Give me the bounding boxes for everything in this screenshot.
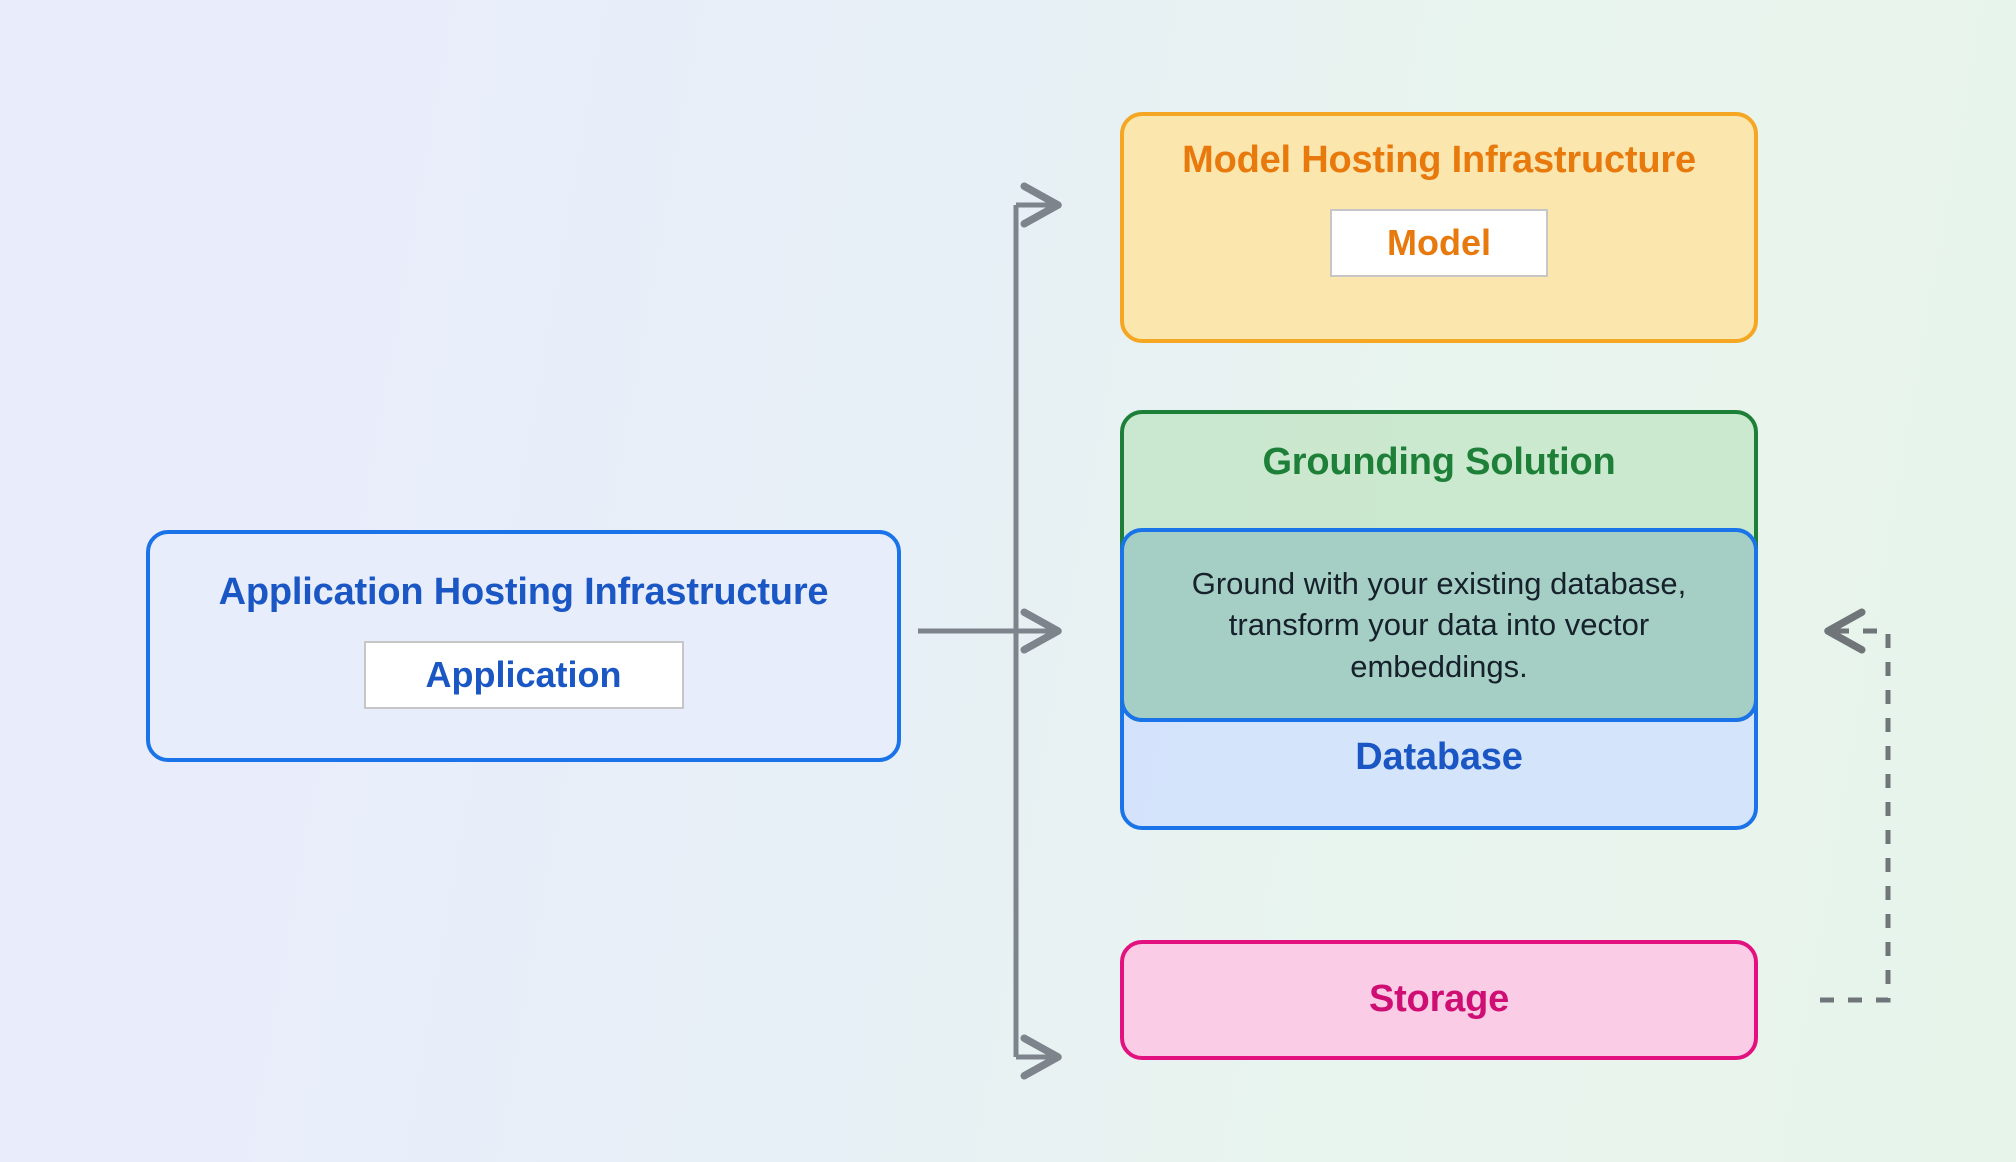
- grounding-solution-description-text: Ground with your existing database, tran…: [1191, 565, 1687, 684]
- connector-application-trunk: [918, 205, 1019, 1057]
- application-hosting-title: Application Hosting Infrastructure: [218, 571, 829, 613]
- connector-storage-to-database: [1820, 608, 1891, 1003]
- database-title: Database: [1355, 736, 1523, 779]
- model-hosting-title: Model Hosting Infrastructure: [1182, 139, 1696, 181]
- model-chip[interactable]: Model: [1330, 208, 1548, 277]
- storage-title: Storage: [1368, 978, 1510, 1021]
- application-chip[interactable]: Application: [363, 640, 684, 709]
- node-model-hosting-infrastructure[interactable]: Model Hosting Infrastructure Model: [1120, 112, 1758, 343]
- node-application-hosting-infrastructure[interactable]: Application Hosting Infrastructure Appli…: [146, 530, 901, 762]
- grounding-solution-title: Grounding Solution: [1262, 441, 1616, 483]
- node-storage[interactable]: Storage: [1120, 940, 1758, 1060]
- grounding-solution-description-panel: Ground with your existing database, tran…: [1120, 528, 1758, 722]
